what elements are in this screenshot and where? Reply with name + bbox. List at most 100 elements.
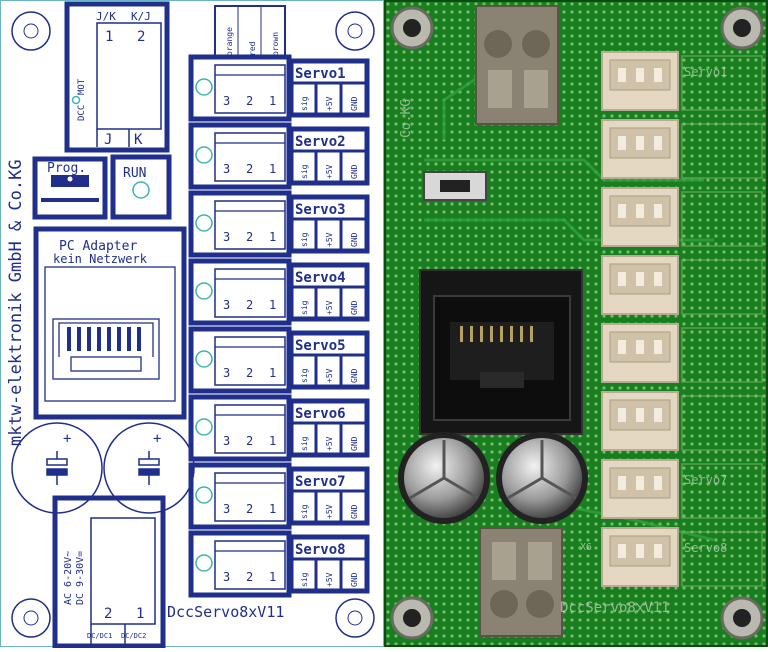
photo-svg: DccServo8xV11 Co.KG X6 Servo1 Servo7 Ser… xyxy=(382,0,768,649)
servo-label-7: Servo7 xyxy=(295,474,346,490)
servo7-signal-1: sig xyxy=(300,504,309,519)
servo6-signal-1: sig xyxy=(300,436,309,451)
servo6-pin-1: 1 xyxy=(269,434,276,448)
servo5-signal-3: GND xyxy=(350,368,359,383)
pcb-photo: DccServo8xV11 Co.KG X6 Servo1 Servo7 Ser… xyxy=(382,0,768,649)
servo2-pin-3: 3 xyxy=(223,162,230,176)
servo8-signal-1: sig xyxy=(300,572,309,587)
servo8-signal-2: +5V xyxy=(325,572,334,587)
servo5-pin-3: 3 xyxy=(223,366,230,380)
photo-silk-servo8: Servo8 xyxy=(684,541,727,555)
photo-power-terminal xyxy=(479,527,563,637)
servo4-pin-2: 2 xyxy=(246,298,253,312)
company-text: mktw-elektronik GmbH & Co.KG xyxy=(6,159,26,446)
servo1-pin-3: 3 xyxy=(223,94,230,108)
pc-adapter-jack xyxy=(33,226,187,420)
servo6-signal-2: +5V xyxy=(325,436,334,451)
wire-color-red: red xyxy=(248,41,257,56)
kein-netzwerk-label: kein Netzwerk xyxy=(53,252,148,266)
servo7-pin-2: 2 xyxy=(246,502,253,516)
photo-servo-connector-2 xyxy=(601,119,763,179)
photo-servo-connector-6 xyxy=(601,391,763,451)
j-label: J xyxy=(104,132,112,148)
servo2-signal-3: GND xyxy=(350,164,359,179)
board-name-label: DccServo8xV11 xyxy=(167,603,284,621)
power-dc-label: DC 9-30V= xyxy=(75,551,86,605)
servo4-signal-2: +5V xyxy=(325,300,334,315)
servo-label-6: Servo6 xyxy=(295,406,346,422)
pcb-layout-drawing: J/K K/J 1 2 J K DCC MOT mktw-elektronik … xyxy=(0,0,384,649)
photo-servo-connectors xyxy=(601,51,763,587)
servo3-signal-2: +5V xyxy=(325,232,334,247)
servo3-pin-1: 1 xyxy=(269,230,276,244)
servo8-pin-3: 3 xyxy=(223,570,230,584)
run-label: RUN xyxy=(123,166,146,181)
servo2-signal-1: sig xyxy=(300,164,309,179)
servo6-pin-3: 3 xyxy=(223,434,230,448)
servo-label-1: Servo1 xyxy=(295,66,346,82)
servo4-signal-3: GND xyxy=(350,300,359,315)
kj-label: K/J xyxy=(131,10,151,23)
photo-x6-label: X6 xyxy=(580,542,592,553)
cap-left-plus: + xyxy=(63,431,71,447)
servo3-signal-1: sig xyxy=(300,232,309,247)
jk-label: J/K xyxy=(96,10,116,23)
photo-prog-button xyxy=(423,171,487,201)
dcc-terminal-block xyxy=(64,1,170,153)
photo-servo-connector-1 xyxy=(601,51,763,111)
servo7-pin-1: 1 xyxy=(269,502,276,516)
servo6-signal-3: GND xyxy=(350,436,359,451)
power-ac-label: AC 6-20V~ xyxy=(63,551,74,605)
power-pin2-label: 2 xyxy=(104,606,112,622)
prog-label: Prog. xyxy=(47,161,86,176)
power-pin1-label: 1 xyxy=(136,606,144,622)
pc-adapter-label: PC Adapter xyxy=(59,239,137,254)
photo-servo-connector-5 xyxy=(601,323,763,383)
servo-label-5: Servo5 xyxy=(295,338,346,354)
servo3-signal-3: GND xyxy=(350,232,359,247)
servo-label-2: Servo2 xyxy=(295,134,346,150)
dcc-pin2-label: 2 xyxy=(137,29,145,45)
servo1-signal-1: sig xyxy=(300,96,309,111)
run-led-outline xyxy=(110,154,172,220)
mounting-hole-bl xyxy=(11,598,51,638)
wire-color-orange: orange xyxy=(225,27,234,56)
photo-servo-connector-3 xyxy=(601,187,763,247)
dcc-pin1-label: 1 xyxy=(105,29,113,45)
power-terminal-block xyxy=(52,495,166,649)
servo8-signal-3: GND xyxy=(350,572,359,587)
dc-terminal-2-label: DC/DC2 xyxy=(121,632,146,640)
dc-terminal-1-label: DC/DC1 xyxy=(87,632,112,640)
servo1-signal-2: +5V xyxy=(325,96,334,111)
servo1-signal-3: GND xyxy=(350,96,359,111)
servo7-signal-3: GND xyxy=(350,504,359,519)
mounting-hole-tr xyxy=(335,11,375,51)
photo-servo-connector-4 xyxy=(601,255,763,315)
servo5-pin-2: 2 xyxy=(246,366,253,380)
photo-mounting-holes xyxy=(390,6,764,640)
layout-svg: J/K K/J 1 2 J K DCC MOT mktw-elektronik … xyxy=(6,1,375,649)
servo3-pin-2: 2 xyxy=(246,230,253,244)
mounting-hole-tl xyxy=(11,11,51,51)
capacitor-right-outline xyxy=(103,422,195,514)
photo-servo-connector-7 xyxy=(601,459,763,519)
mounting-hole-br xyxy=(335,598,375,638)
prog-button-outline xyxy=(32,156,108,220)
servo-label-8: Servo8 xyxy=(295,542,346,558)
photo-capacitors xyxy=(398,432,588,524)
mot-label: MOT xyxy=(77,78,87,95)
photo-dcc-terminal xyxy=(475,5,559,125)
photo-silk-servo7: Servo7 xyxy=(684,473,727,487)
photo-rj-jack xyxy=(419,269,583,435)
photo-company-text: Co.KG xyxy=(399,99,414,138)
servo3-pin-3: 3 xyxy=(223,230,230,244)
